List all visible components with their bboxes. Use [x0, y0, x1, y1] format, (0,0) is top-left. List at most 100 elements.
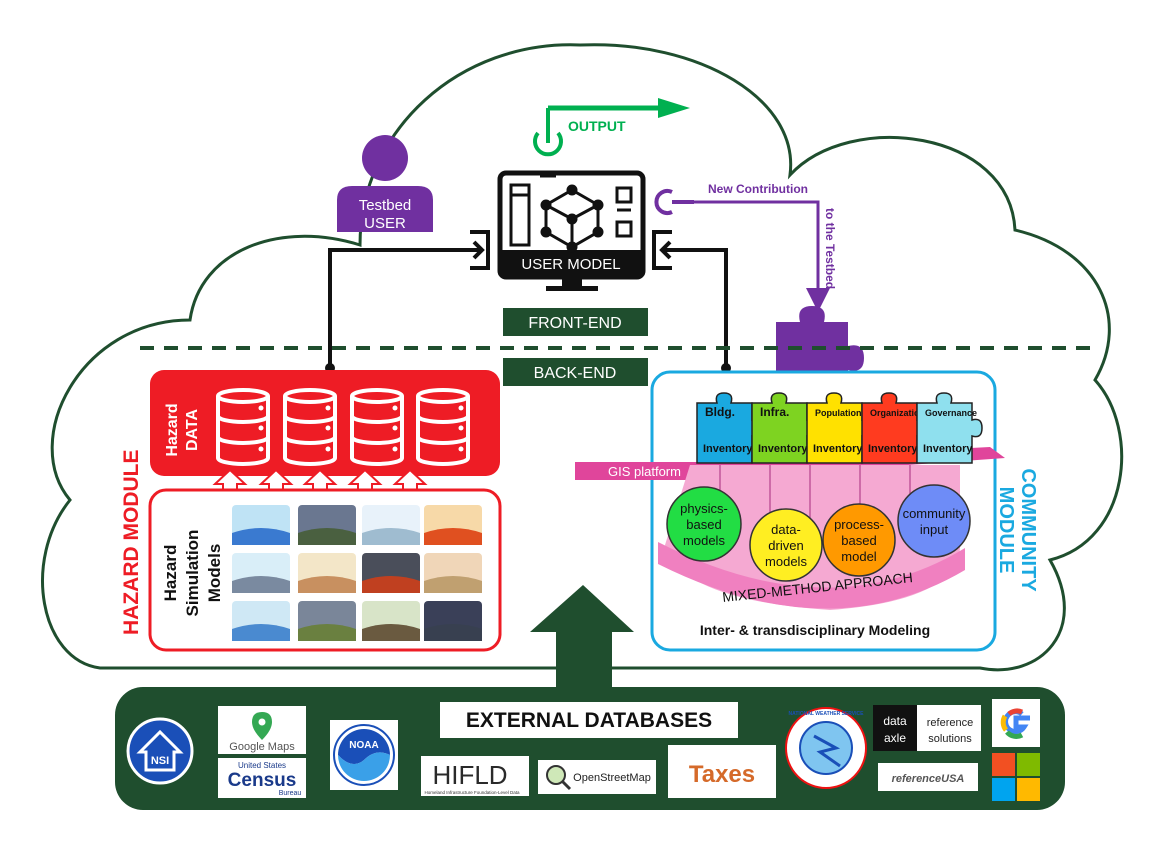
hazard-illustration — [424, 553, 482, 593]
reference-usa-logo: referenceUSA — [878, 763, 978, 791]
hazard-module-label: HAZARD MODULE — [120, 450, 143, 635]
database-icon — [350, 388, 404, 466]
nws-logo: NATIONAL WEATHER SERVICE — [785, 707, 867, 789]
hazard-sim-line2: Simulation — [183, 530, 202, 617]
svg-text:Inventory: Inventory — [868, 443, 918, 455]
gis-platform — [575, 462, 700, 480]
user-label-line2: USER — [364, 215, 406, 232]
external-databases-title: EXTERNAL DATABASES — [466, 709, 712, 732]
svg-text:solutions: solutions — [928, 733, 972, 745]
svg-text:Bureau: Bureau — [279, 790, 302, 797]
login-icon-left — [458, 230, 490, 270]
community-module-line1: COMMUNITY — [1017, 468, 1039, 592]
database-icons — [216, 388, 470, 466]
output-label: OUTPUT — [568, 118, 626, 134]
login-icon-right — [652, 230, 690, 270]
svg-text:Governance: Governance — [925, 408, 977, 418]
method-circles: physics-basedmodelsdata-drivenmodelsproc… — [666, 484, 971, 582]
new-contribution-label: New Contribution — [708, 182, 808, 196]
svg-text:NSI: NSI — [151, 755, 169, 767]
svg-text:Inventory: Inventory — [758, 443, 808, 455]
noaa-logo: NOAA — [330, 720, 398, 790]
svg-text:OpenStreetMap: OpenStreetMap — [573, 772, 651, 784]
svg-text:Inventory: Inventory — [923, 443, 973, 455]
hazard-illustration — [362, 505, 420, 545]
contribution-power-icon — [654, 189, 694, 215]
svg-text:Taxes: Taxes — [689, 761, 755, 788]
hazard-sim-line3: Models — [205, 544, 224, 603]
community-module-line2: MODULE — [995, 487, 1017, 574]
inventory-puzzle-piece: Bldg. Inventory — [696, 392, 763, 464]
svg-text:physics-: physics- — [680, 501, 728, 516]
hazard-illustration — [424, 601, 482, 641]
svg-text:Census: Census — [228, 770, 297, 791]
svg-text:reference: reference — [927, 717, 973, 729]
svg-text:models: models — [765, 554, 807, 569]
upload-arrow — [530, 585, 634, 690]
svg-text:Inventory: Inventory — [813, 443, 863, 455]
google-logo — [992, 699, 1040, 747]
svg-text:United States: United States — [238, 761, 286, 770]
hazard-illustration — [424, 505, 482, 545]
taxes-logo: Taxes — [668, 745, 776, 798]
google-maps-logo: Google Maps — [218, 706, 306, 754]
svg-text:input: input — [920, 522, 949, 537]
svg-text:community: community — [903, 506, 966, 521]
inventory-puzzle: Bldg.InventoryInfra.InventoryPopulationI… — [696, 392, 983, 464]
svg-text:models: models — [683, 533, 725, 548]
svg-text:HIFLD: HIFLD — [432, 760, 507, 790]
hazard-sim-line1: Hazard — [161, 545, 180, 602]
data-axle-logo: data axle reference solutions — [873, 705, 981, 751]
mixed-method-band — [658, 542, 965, 609]
svg-text:based: based — [841, 533, 876, 548]
openstreetmap-logo: OpenStreetMap — [538, 760, 656, 794]
hazard-data-line2: DATA — [184, 409, 201, 452]
hazard-illustration — [362, 601, 420, 641]
monitor-icon[interactable] — [497, 170, 646, 291]
svg-text:NATIONAL WEATHER SERVICE: NATIONAL WEATHER SERVICE — [789, 711, 865, 717]
hazard-illustrations — [232, 505, 482, 641]
svg-text:data-: data- — [771, 522, 801, 537]
power-icon[interactable] — [533, 122, 563, 157]
svg-text:NOAA: NOAA — [349, 740, 378, 751]
connector-community-to-user — [690, 248, 728, 368]
svg-text:Homeland Infrastructure Founda: Homeland Infrastructure Foundation-Level… — [424, 790, 520, 795]
svg-text:Bldg.: Bldg. — [705, 405, 735, 419]
census-logo: United States Census Bureau — [218, 758, 306, 798]
database-icon — [416, 388, 470, 466]
microsoft-logo — [992, 753, 1040, 801]
cube-network-icon — [540, 184, 604, 253]
svg-text:Inventory: Inventory — [703, 443, 753, 455]
svg-text:driven: driven — [768, 538, 803, 553]
svg-text:axle: axle — [884, 731, 906, 745]
svg-text:Infra.: Infra. — [760, 405, 789, 419]
gis-label: GIS platform — [608, 464, 681, 479]
hazard-illustration — [232, 601, 290, 641]
svg-text:data: data — [883, 714, 907, 728]
monitor-label: USER MODEL — [521, 256, 620, 273]
hazard-illustration — [232, 553, 290, 593]
contribution-arrow — [694, 200, 830, 312]
hazard-illustration — [232, 505, 290, 545]
puzzle-piece-icon — [776, 306, 864, 384]
svg-text:model: model — [841, 549, 877, 564]
hazard-data-line1: Hazard — [164, 403, 181, 456]
hazard-illustration — [298, 601, 356, 641]
hazard-illustration — [298, 505, 356, 545]
database-icon — [216, 388, 270, 466]
user-label-line1: Testbed — [359, 197, 412, 214]
inter-disciplinary-label: Inter- & transdisciplinary Modeling — [700, 622, 930, 638]
svg-text:based: based — [686, 517, 721, 532]
database-icon — [283, 388, 337, 466]
user-icon — [337, 135, 433, 232]
hazard-data-panel — [150, 370, 500, 476]
svg-text:process-: process- — [834, 517, 884, 532]
hazard-illustration — [298, 553, 356, 593]
